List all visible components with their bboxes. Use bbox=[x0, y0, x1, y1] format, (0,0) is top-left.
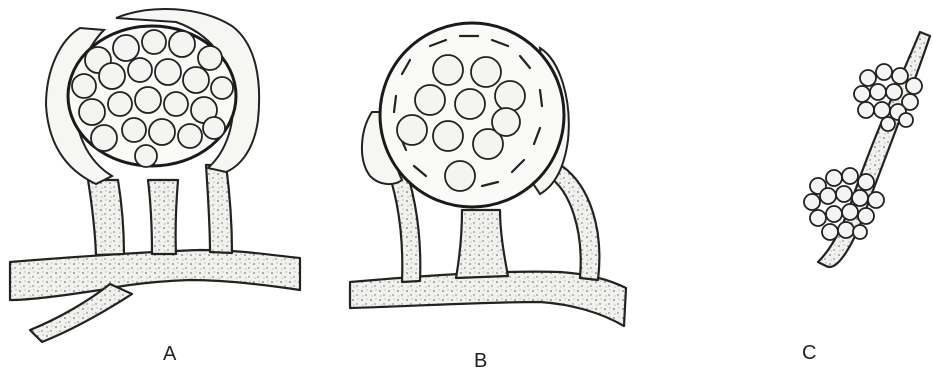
panel-b-central-stalk bbox=[456, 210, 508, 278]
panel-b-side-hypha bbox=[548, 166, 599, 280]
panel-a-stalk bbox=[206, 165, 232, 253]
panel-label-b: B bbox=[474, 350, 487, 373]
panel-a-drawing bbox=[10, 9, 300, 342]
panel-label-a: A bbox=[163, 343, 176, 366]
panel-c-spore-cluster bbox=[804, 168, 884, 240]
panel-a-stalk bbox=[148, 180, 178, 254]
panel-label-c: C bbox=[802, 342, 816, 365]
panel-a-stalk bbox=[88, 180, 124, 255]
panel-a-main-hypha bbox=[10, 250, 300, 300]
panel-b-drawing bbox=[350, 23, 626, 326]
panel-b-main-hypha bbox=[350, 272, 626, 326]
panel-c-drawing bbox=[804, 32, 930, 267]
